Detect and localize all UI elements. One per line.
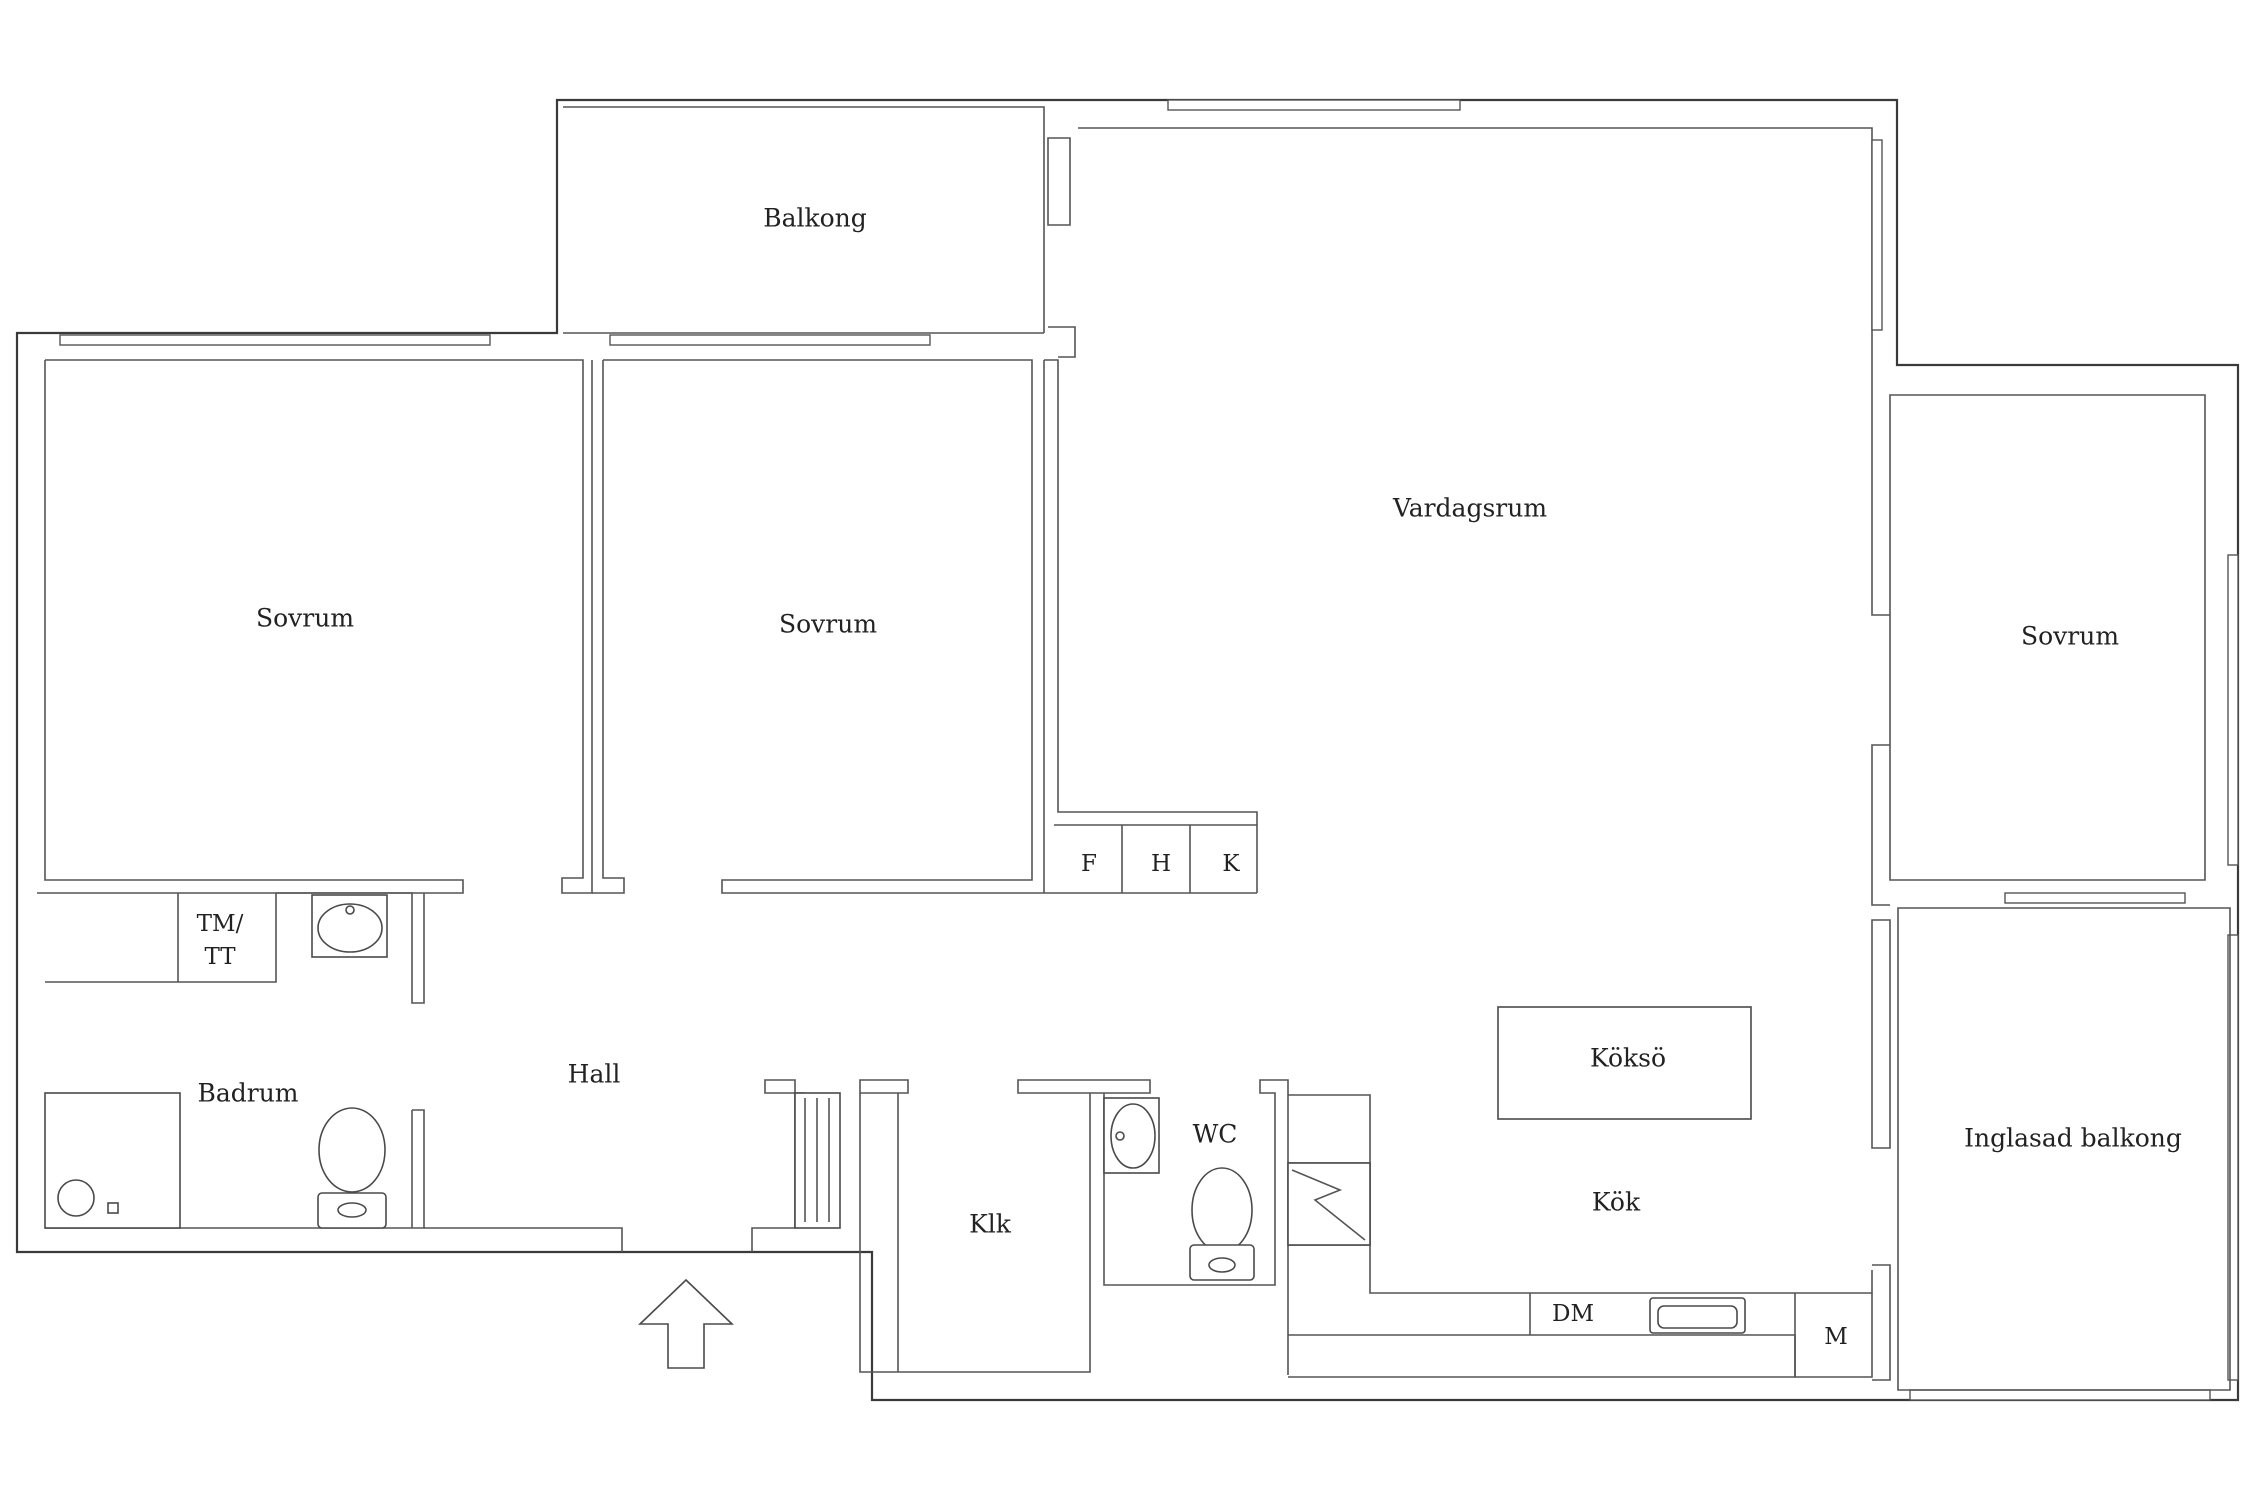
chimney-icon bbox=[1287, 1162, 1371, 1246]
toilet-icon bbox=[1189, 1167, 1255, 1281]
room-label-inglasad-balkong: Inglasad balkong bbox=[1964, 1124, 2182, 1153]
sink-icon bbox=[1103, 1097, 1160, 1174]
fixture-label-microwave: M bbox=[1824, 1324, 1848, 1350]
windows bbox=[59, 99, 2239, 1401]
room-label-sovrum-1: Sovrum bbox=[256, 604, 354, 633]
room-label-vardagsrum: Vardagsrum bbox=[1392, 494, 1547, 523]
fixture-label-dishwasher: DM bbox=[1552, 1301, 1594, 1327]
room-label-badrum: Badrum bbox=[197, 1079, 298, 1108]
toilet-icon bbox=[317, 1107, 387, 1229]
room-label-sovrum-3: Sovrum bbox=[2021, 622, 2119, 651]
room-label-balkong: Balkong bbox=[763, 204, 867, 233]
sink-icon bbox=[311, 894, 388, 958]
room-label-wc: WC bbox=[1193, 1120, 1238, 1149]
fixture-label-hall-closet: H bbox=[1151, 851, 1171, 877]
fixture-label-cleaning-closet: K bbox=[1222, 851, 1240, 877]
kitchen-sink-icon bbox=[1649, 1297, 1746, 1334]
room-label-hall: Hall bbox=[568, 1060, 621, 1089]
kitchen-island bbox=[1497, 1006, 1752, 1120]
fixture-label-tt: TT bbox=[204, 944, 236, 970]
entrance-arrow-icon bbox=[638, 1278, 734, 1369]
room-label-klk: Klk bbox=[969, 1210, 1012, 1239]
radiator-icon bbox=[794, 1092, 841, 1229]
fixture-label-freezer: F bbox=[1081, 851, 1097, 877]
room-label-sovrum-2: Sovrum bbox=[779, 610, 877, 639]
shower-icon bbox=[44, 1092, 181, 1229]
room-label-kokso: Köksö bbox=[1590, 1044, 1666, 1073]
fixture-label-tm: TM/ bbox=[197, 911, 244, 937]
room-label-kok: Kök bbox=[1592, 1188, 1641, 1217]
